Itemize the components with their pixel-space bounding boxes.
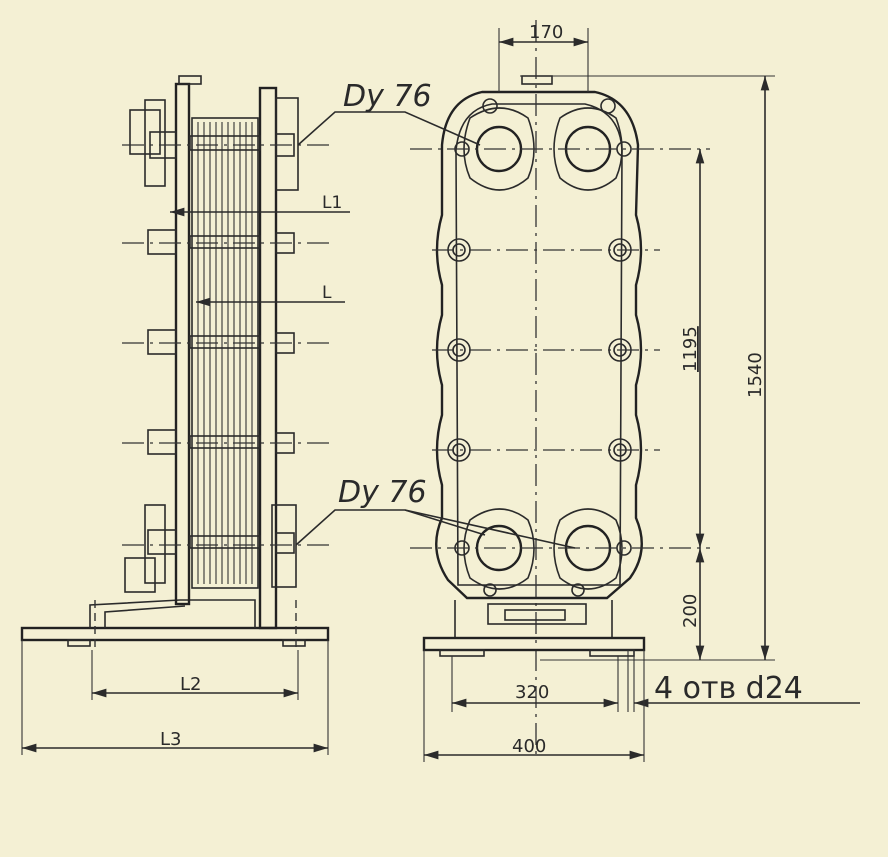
dim-label-170: 170 xyxy=(529,22,563,43)
front-support-legs xyxy=(454,600,613,638)
side-fixed-frame xyxy=(174,82,191,606)
front-foot-left xyxy=(439,649,485,657)
bottom-hole-right xyxy=(571,583,585,597)
dim-label-L2: L2 xyxy=(180,674,201,695)
side-nozzle-flange-lower xyxy=(144,504,166,584)
dim-label-200: 200 xyxy=(680,594,701,628)
side-foot-right xyxy=(282,639,306,647)
plate-pack xyxy=(191,117,259,589)
dim-label-320: 320 xyxy=(515,682,549,703)
leader-dy76-upper xyxy=(297,111,481,146)
front-top-screw xyxy=(521,75,553,85)
dim-label-400: 400 xyxy=(512,736,546,757)
front-frame-outline xyxy=(435,90,643,600)
lower-flange-right xyxy=(553,508,623,590)
side-pressure-plate xyxy=(258,86,278,630)
label-dy76-upper: Dy 76 xyxy=(343,79,432,114)
side-nozzle-lower-right xyxy=(271,504,297,588)
dim-label-L1: L1 xyxy=(322,193,342,213)
leader-dy76-lower-a xyxy=(295,509,486,546)
lower-flange-left xyxy=(463,508,535,590)
side-view xyxy=(20,75,350,755)
front-support-inner xyxy=(504,609,566,621)
bottom-hole-left xyxy=(483,583,497,597)
side-nozzle-lower-left xyxy=(124,557,156,593)
upper-flange-left xyxy=(463,107,535,191)
label-holes-note: 4 отв d24 xyxy=(654,671,803,706)
front-support-beam xyxy=(487,603,587,625)
dim-label-1195: 1195 xyxy=(680,326,701,372)
side-bracket-inner xyxy=(104,605,186,628)
leader-dy76-lower-b xyxy=(404,509,576,549)
dim-label-L3: L3 xyxy=(160,729,181,750)
label-dy76-lower: Dy 76 xyxy=(338,475,427,510)
tie-bolts xyxy=(122,131,335,555)
side-bracket xyxy=(89,599,256,628)
side-foot-left xyxy=(67,639,91,647)
top-hole-left xyxy=(482,98,498,114)
side-top-screw xyxy=(178,75,202,85)
dim-label-1540: 1540 xyxy=(745,352,766,398)
front-view xyxy=(295,20,860,762)
side-nozzle-flange-upper xyxy=(144,99,166,187)
top-hole-right xyxy=(600,98,616,114)
front-base-plate xyxy=(422,636,646,652)
upper-flange-right xyxy=(553,107,623,191)
dim-label-L: L xyxy=(322,283,332,303)
side-base-plate xyxy=(20,626,330,642)
